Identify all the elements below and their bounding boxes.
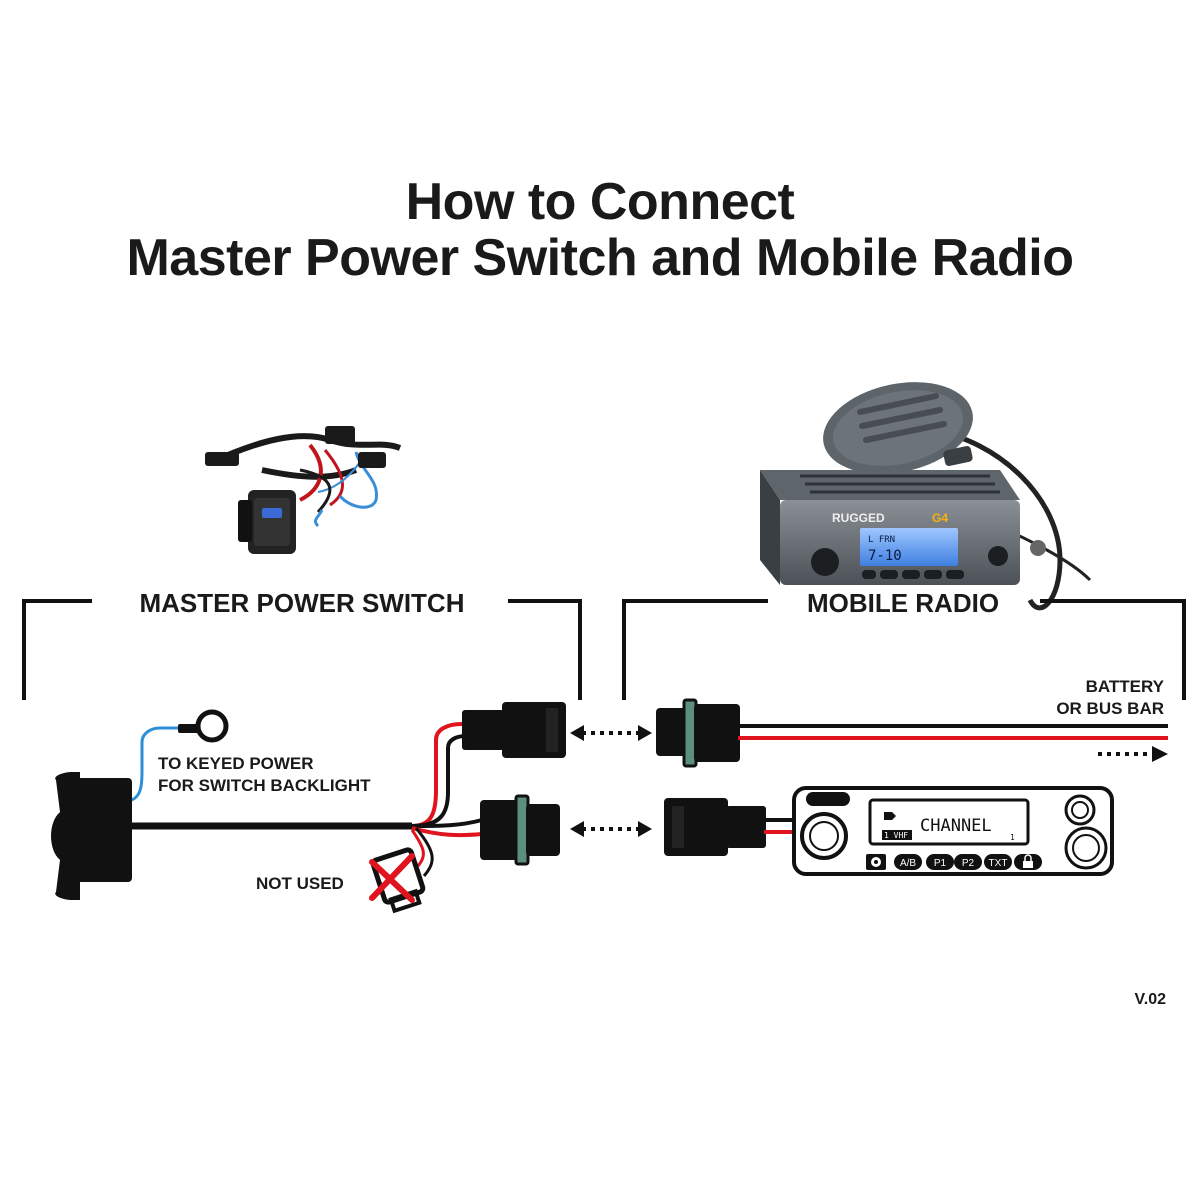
radio-power-connector <box>656 698 740 768</box>
mobile-radio-bracket <box>622 599 1186 700</box>
harness-photo <box>205 426 402 554</box>
title-line-2: Master Power Switch and Mobile Radio <box>126 229 1074 287</box>
upper-black-wire <box>411 734 467 828</box>
switch-upper-connector <box>462 702 566 758</box>
mobile-radio-heading: MOBILE RADIO <box>807 588 999 618</box>
radio-diagram: CHANNEL 1 VHF 1 A/B P1 P2 TXT <box>792 786 1114 876</box>
not-used-label: NOT USED <box>256 874 344 893</box>
lower-connection-arrow <box>570 821 652 837</box>
not-used-connector <box>369 847 426 914</box>
radio-photo-display-line2: 7-10 <box>868 548 902 564</box>
master-power-switch-heading: MASTER POWER SWITCH <box>140 588 465 618</box>
keyed-power-label-line1: TO KEYED POWER <box>158 754 314 773</box>
lower-black-wire <box>411 818 483 828</box>
radio-button-p2 <box>954 854 982 870</box>
radio-button-p1-label: P1 <box>934 858 947 869</box>
battery-label-line2: OR BUS BAR <box>1056 699 1164 718</box>
radio-photo: RUGGED G4 L FRN 7-10 <box>760 382 1092 611</box>
radio-button-txt <box>984 854 1012 870</box>
not-used-black-wire <box>414 827 434 877</box>
radio-button-p1 <box>926 854 954 870</box>
radio-photo-model: G4 <box>932 511 948 525</box>
not-used-x-icon <box>369 853 415 903</box>
radio-button-txt-label: TXT <box>989 858 1008 869</box>
upper-connection-arrow <box>570 725 652 741</box>
radio-brand-icon <box>884 812 896 820</box>
radio-display-text: CHANNEL <box>920 816 992 836</box>
radio-photo-microphone <box>823 382 973 474</box>
radio-input-connector <box>664 798 766 856</box>
keyed-power-label-line2: FOR SWITCH BACKLIGHT <box>158 776 371 795</box>
rocker-switch <box>51 772 132 900</box>
switch-lower-connector <box>480 794 560 866</box>
battery-label-line1: BATTERY <box>1086 677 1165 696</box>
radio-button-p2-label: P2 <box>962 858 975 869</box>
radio-display-sub: 1 VHF <box>884 831 908 840</box>
lock-icon <box>1023 854 1033 868</box>
radio-photo-buttons <box>862 570 964 579</box>
upper-red-wire <box>411 722 463 828</box>
master-power-switch-bracket <box>22 599 582 700</box>
title-line-1: How to Connect <box>405 173 795 231</box>
blue-backlight-wire <box>117 726 180 805</box>
radio-button-ab <box>894 854 922 870</box>
radio-photo-knob <box>811 548 839 576</box>
ring-terminal <box>178 709 229 743</box>
version-label: V.02 <box>1135 991 1167 1008</box>
radio-photo-display-line1: L FRN <box>868 535 895 545</box>
radio-button-ab-label: A/B <box>900 858 916 869</box>
battery-arrow <box>1098 746 1168 762</box>
radio-photo-brand: RUGGED <box>832 511 885 525</box>
radio-display-index: 1 <box>1010 833 1015 842</box>
lower-red-wire <box>411 826 483 838</box>
not-used-red-wire <box>410 829 425 867</box>
